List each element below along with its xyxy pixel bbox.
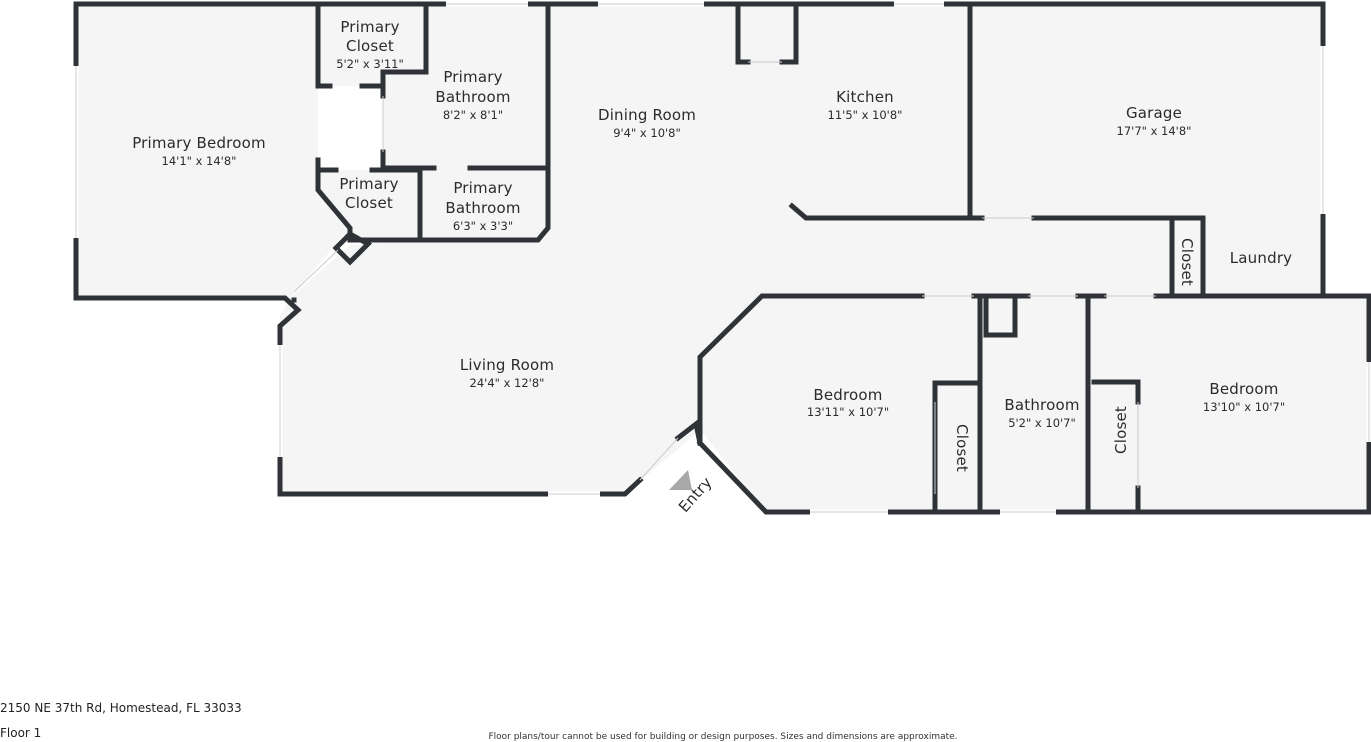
primary-closet-1-dims: 5'2" x 3'11" [336,57,404,71]
laundry-name: Laundry [1230,249,1293,267]
wall-living-bottom-right [597,476,644,497]
kitchen-name: Kitchen [836,88,894,106]
bedroom-1-name: Bedroom [813,386,882,404]
door-primary-diag [293,249,339,293]
living-room-name: Living Room [460,356,554,374]
garage-floor [970,4,1323,296]
entry-arrow-icon [669,470,692,490]
wall-entry-diagonal [696,439,813,515]
primary-closet-2-name-b: Closet [345,194,393,212]
laundry-closet-name: Closet [1178,238,1196,286]
walls [73,1,1371,515]
primary-bathroom-1-name-a: Primary [443,68,502,86]
dining-room-dims: 9'4" x 10'8" [613,126,681,140]
bedrooms-floor [700,296,1369,512]
bedroom-2-name: Bedroom [1209,380,1278,398]
primary-bathroom-2-dims: 6'3" x 3'3" [453,219,513,233]
wall-kitchen-nook-b [779,1,799,65]
primary-bedroom-name: Primary Bedroom [132,134,266,152]
wall-kitchen-bottom [788,202,973,221]
wall-garage-bottom [1031,215,1206,299]
garage-name: Garage [1126,104,1182,122]
primary-closet-2-name-a: Primary [339,175,398,193]
bedroom-2-dims: 13'10" x 10'7" [1203,400,1285,414]
wall-kitchen-nook [735,1,751,65]
wall-primary-closet1-right [380,1,429,99]
primary-bathroom-2-floor [420,170,548,240]
door-entry-diag [639,437,679,481]
bathroom-name: Bathroom [1004,396,1079,414]
floor-label: Floor 1 [0,726,42,740]
windows [73,1,1371,515]
kitchen-dims: 11'5" x 10'8" [828,108,903,122]
primary-bedroom-dims: 14'1" x 14'8" [162,154,237,168]
primary-bathroom-2-name-a: Primary [453,179,512,197]
primary-bathroom-2-name-b: Bathroom [445,199,520,217]
wall-bathroom-notch [983,297,1018,338]
wall-dining-left [417,1,551,243]
dining-room-name: Dining Room [598,106,696,124]
bedroom-1-dims: 13'11" x 10'7" [807,405,889,419]
wall-primary-bedroom-bottom [73,295,302,348]
primary-bedroom-floor [76,4,350,298]
floor-fills [76,4,1369,512]
garage-dims: 17'7" x 14'8" [1117,124,1192,138]
wall-bedroom2-closet [1091,379,1141,405]
address-text: 2150 NE 37th Rd, Homestead, FL 33033 [0,701,242,715]
primary-closet-1-name-a: Primary [340,18,399,36]
bathroom-dims: 5'2" x 10'7" [1008,416,1076,430]
living-room-dims: 24'4" x 12'8" [470,376,545,390]
wall-primary-closet1 [315,1,333,89]
wall-primary-closet2 [315,157,423,243]
primary-bathroom-1-name-b: Bathroom [435,88,510,106]
primary-bathroom-1-dims: 8'2" x 8'1" [443,108,503,122]
primary-closet-1-name-b: Closet [346,37,394,55]
wall-closet-corner-notch [332,230,373,266]
disclaimer-text: Floor plans/tour cannot be used for buil… [488,732,958,742]
wall-bedroom1-diagonal [697,293,925,446]
room-labels: Primary Bedroom 14'1" x 14'8" Primary Cl… [132,18,1292,516]
bedroom-2-closet-name: Closet [1112,406,1130,454]
bedroom-1-closet-name: Closet [953,424,971,472]
